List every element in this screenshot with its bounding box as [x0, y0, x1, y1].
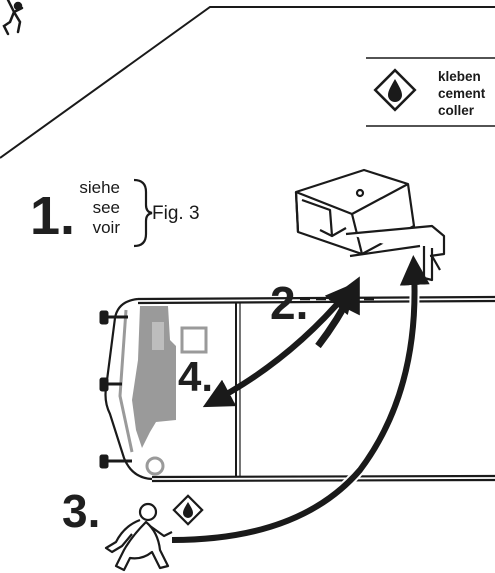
step-3-number: 3.: [62, 485, 101, 537]
legend-label-kleben: kleben: [438, 69, 481, 84]
legend-box: [366, 57, 495, 127]
step-1-number: 1.: [30, 186, 76, 246]
legend-labels: kleben cement coller: [438, 68, 485, 119]
device-mechanism: [118, 306, 208, 476]
bracket-part: [294, 168, 446, 282]
corner-figure-icon: [2, 0, 24, 36]
step-1-figure-reference: Fig. 3: [152, 203, 200, 224]
arrow-step-4: [202, 282, 356, 408]
step-1-words: siehe see voir: [68, 178, 120, 238]
legend-label-cement: cement: [438, 86, 486, 101]
panel-outline: [0, 6, 495, 159]
step-2-number: 2.: [270, 277, 309, 329]
step-1-word-en: see: [92, 198, 120, 217]
step3-oil-drop-diamond-icon: [172, 494, 204, 526]
step-4-number: 4.: [178, 353, 214, 400]
legend-oil-drop-diamond-icon: [373, 68, 417, 112]
worker-figure-icon: [104, 502, 173, 572]
step1-brace: [133, 178, 153, 248]
arrow-step-3-line: [171, 255, 430, 543]
step-1-word-fr: voir: [92, 218, 120, 237]
step-1-word-de: siehe: [79, 178, 120, 197]
mounting-bolts: [99, 310, 132, 469]
legend-label-coller: coller: [438, 103, 475, 118]
